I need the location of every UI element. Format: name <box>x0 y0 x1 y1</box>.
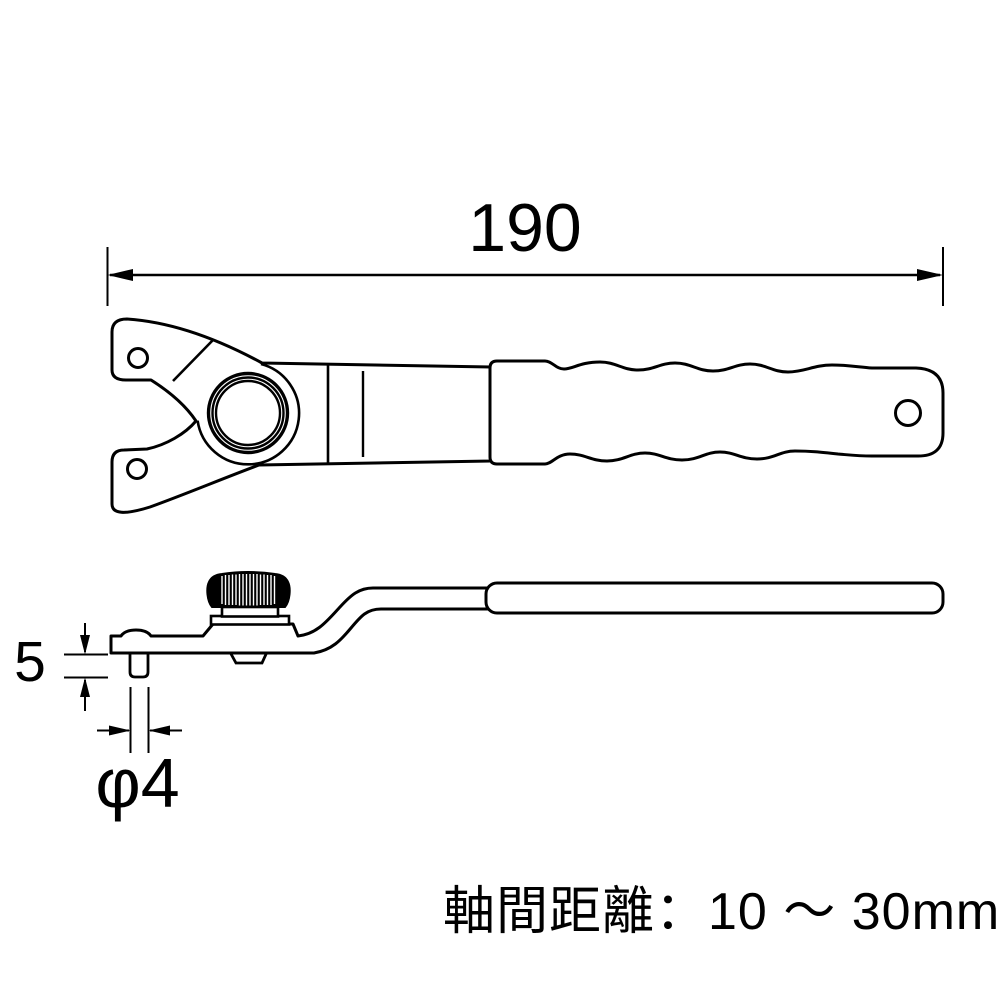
arrowhead-left <box>107 269 133 281</box>
wrench-side-view <box>109 570 945 679</box>
axis-distance-spec-note: 軸間距離：10 〜 30mm <box>443 883 1000 941</box>
overall-length-label: 190 <box>468 190 582 266</box>
arrowhead-right <box>917 269 943 281</box>
knurled-knob-side <box>206 570 291 608</box>
wrench-top-view <box>110 317 945 514</box>
knob-neck-side <box>220 605 280 618</box>
handle-grip-outline <box>488 359 945 466</box>
arrowhead-up <box>80 677 90 697</box>
handle-grip-side <box>484 581 945 615</box>
upper-arm-bend-line <box>172 339 214 382</box>
pivot-ring-middle <box>211 376 285 450</box>
arrowhead-right <box>109 725 131 736</box>
pin-diameter-label: φ4 <box>95 744 180 822</box>
knob-knurling <box>221 574 276 606</box>
arrowhead-left <box>148 725 170 736</box>
pin-protrusion-dimension <box>64 623 108 711</box>
overall-length-dimension <box>106 247 944 306</box>
wrench-head-and-shaft-outline <box>110 317 493 514</box>
wrench-pin-side <box>128 650 150 679</box>
pivot-ring-outer <box>206 371 290 455</box>
lower-arm-pin-hole <box>126 458 148 480</box>
pivot-boss-edge-arc <box>196 362 301 466</box>
handle-hang-hole <box>894 399 922 427</box>
wrench-body-side-profile <box>109 586 494 655</box>
pivot-ring-inner <box>214 379 282 447</box>
arrowhead-down <box>80 635 90 655</box>
pin-protrusion-label: 5 <box>14 630 46 694</box>
pin-diameter-dimension <box>97 687 182 753</box>
upper-arm-pin-hole <box>127 347 149 369</box>
